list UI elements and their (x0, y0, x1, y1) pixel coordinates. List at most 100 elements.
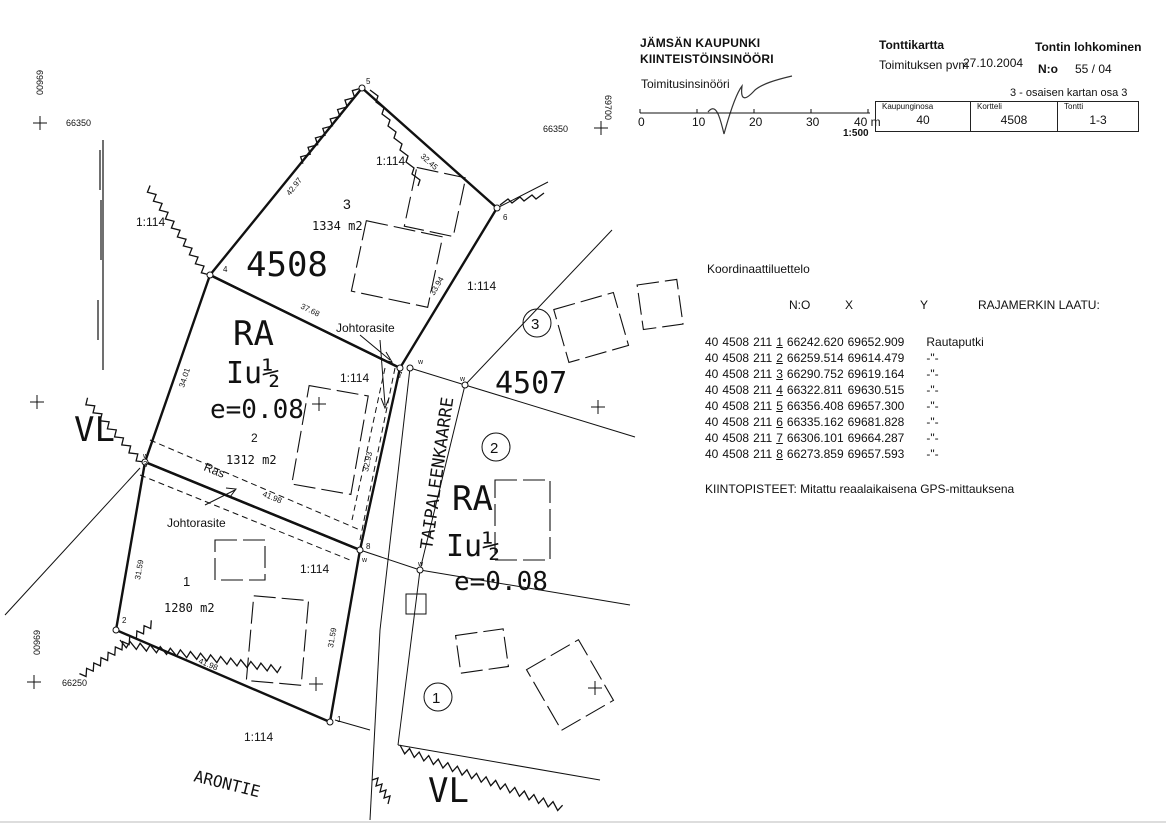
row-block: 4508 (722, 335, 750, 349)
coordinates-title: Koordinaattiluettelo (707, 262, 810, 276)
row-point: 2 (776, 351, 783, 365)
scale-label-4: 1:114 (340, 371, 369, 385)
date-value: 27.10.2004 (963, 56, 1024, 70)
row-district: 40 (705, 415, 719, 429)
row-point: 6 (776, 415, 783, 429)
zone-ra-east: RA (452, 479, 493, 519)
zone-e-main: e=0.08 (210, 395, 304, 425)
row-district: 40 (705, 367, 719, 381)
marker-w-1: w (417, 359, 424, 366)
plot-value: 1-3 (1089, 113, 1107, 127)
scale-tick-0: 0 (638, 115, 645, 129)
distance-32-93: 32.93 (361, 450, 374, 472)
row-district: 40 (705, 383, 719, 397)
road-edge-7 (397, 569, 421, 746)
point-label-1: 1 (337, 715, 342, 724)
easement-arrow-2 (379, 339, 390, 410)
row-point: 7 (776, 431, 783, 445)
plot-3-number: 3 (343, 196, 351, 212)
col-x-header: X (845, 298, 854, 312)
block-number-4508: 4508 (246, 245, 328, 285)
row-y: 69681.828 (847, 415, 905, 429)
col-quality-header: RAJAMERKIN LAATU: (978, 298, 1100, 312)
easement-lines (139, 367, 396, 561)
outer-line-ne (496, 181, 549, 209)
marker-w-3: w (142, 453, 149, 460)
block-number-4507: 4507 (495, 366, 567, 401)
distance-34-01: 34.01 (177, 366, 192, 388)
row-district: 40 (705, 399, 719, 413)
row-block: 4508 (722, 351, 750, 365)
row-plot-no: 211 (753, 415, 773, 429)
date-label: Toimituksen pvm (879, 58, 969, 72)
plot-1-boundary (114, 460, 362, 724)
road-edge-9 (369, 629, 381, 821)
boundary-hatch (79, 87, 564, 812)
street-taipaleenkaarre: TAIPALEENKAARRE (417, 396, 458, 551)
row-district: 40 (705, 335, 719, 349)
row-point: 3 (776, 367, 783, 381)
row-quality: -"- (926, 399, 939, 413)
distance-31-59-east: 31.59 (326, 627, 338, 649)
scale-tick-10: 10 (692, 115, 706, 129)
number-label: N:o (1038, 62, 1058, 76)
org-department: KIINTEISTÖINSINÖÖRI (640, 52, 774, 66)
role-label: Toimitusinsinööri (641, 77, 730, 91)
scale-label-2: 1:114 (376, 154, 405, 168)
scale-label-6: 1:114 (244, 730, 273, 744)
plot-1-number: 1 (183, 574, 190, 589)
zone-e-east: e=0.08 (454, 567, 548, 597)
zone-iu-east: Iu½ (446, 529, 500, 564)
ras-label: Ras (202, 460, 227, 481)
row-point: 8 (776, 447, 783, 461)
scale-tick-40: 40 m (854, 115, 881, 129)
road-edge-8 (379, 367, 411, 631)
plot-label: Tontti (1064, 102, 1084, 111)
row-plot-no: 211 (753, 399, 773, 413)
circle-3 (522, 308, 552, 338)
plot-2-area: 1312 m2 (226, 453, 277, 467)
building-outlines (214, 166, 684, 732)
grid-label-2: 66350 (66, 118, 91, 128)
point-label-6: 6 (503, 213, 508, 222)
row-plot-no: 211 (753, 335, 773, 349)
row-district: 40 (705, 431, 719, 445)
row-block: 4508 (722, 383, 750, 397)
row-x: 66242.620 (786, 335, 844, 349)
row-point: 1 (776, 335, 783, 349)
road-edge-1 (464, 229, 613, 386)
road-edge-3 (409, 367, 466, 386)
row-quality: -"- (926, 367, 939, 381)
grid-crosses (27, 116, 608, 695)
row-point: 5 (776, 399, 783, 413)
row-x: 66322.811 (786, 383, 843, 397)
col-y-header: Y (920, 298, 929, 312)
easement-arrow-1 (359, 334, 394, 363)
row-y: 69619.164 (847, 367, 905, 381)
distance-37-68: 37.68 (299, 302, 321, 319)
row-plot-no: 211 (753, 431, 773, 445)
point-label-7: 7 (398, 371, 403, 380)
row-block: 4508 (722, 431, 750, 445)
row-x: 66335.162 (786, 415, 844, 429)
point-label-2: 2 (122, 616, 127, 625)
map-type: Tonttikartta (879, 38, 945, 52)
distance-41-98-upper: 41.98 (261, 490, 283, 506)
row-quality: -"- (926, 383, 939, 397)
signature (707, 75, 793, 135)
row-x: 66290.752 (786, 367, 844, 381)
road-edge-11 (334, 719, 371, 731)
row-x: 66259.514 (786, 351, 844, 365)
point-label-5: 5 (366, 77, 371, 86)
grid-label-5: 00969 (32, 630, 42, 655)
plot-2-number: 2 (251, 431, 258, 445)
row-quality: -"- (926, 447, 939, 461)
row-y: 69664.287 (847, 431, 905, 445)
street-arontie: ARONTIE (192, 766, 262, 801)
fixed-points-note: KIINTOPISTEET: Mitattu reaalaikaisena GP… (705, 482, 1015, 496)
